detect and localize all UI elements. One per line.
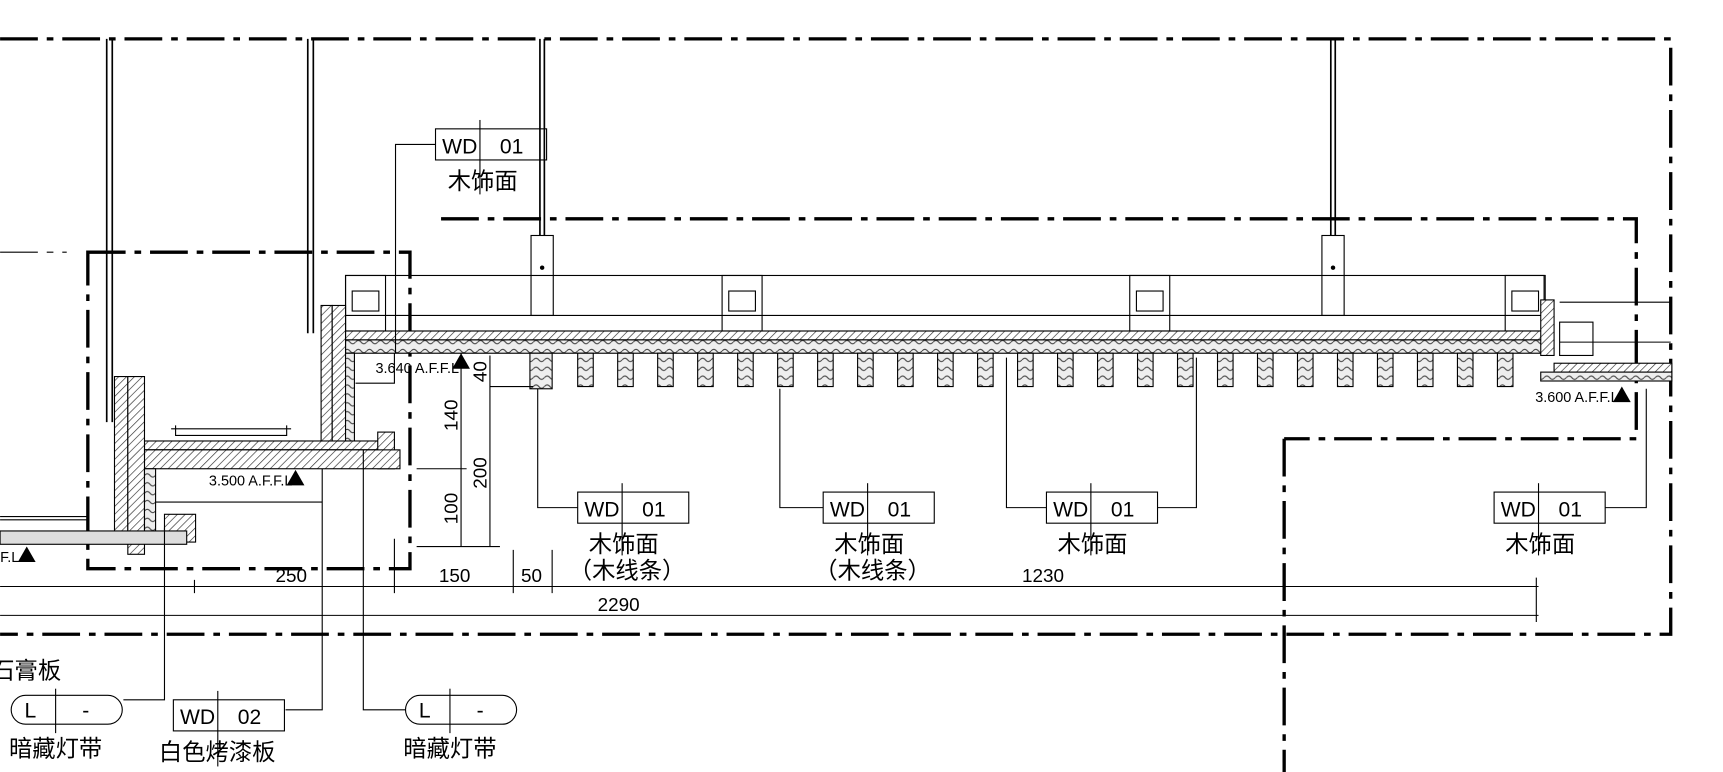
level-3640: 3.640 A.F.F.L (376, 361, 459, 377)
svg-text:L: L (419, 700, 431, 723)
lower-left-tags: 石膏板 L - 暗藏灯带 WD 02 白色烤漆板 L - 暗藏灯带 (0, 658, 518, 767)
channel-clip (1504, 274, 1546, 332)
svg-text:WD: WD (830, 499, 865, 522)
material-tag: WD 01 木饰面（木线条） (569, 483, 690, 585)
wood-batten (937, 352, 954, 388)
wood-batten (1056, 352, 1074, 388)
svg-text:（木线条）: （木线条） (814, 558, 931, 585)
dim-200: 200 (471, 457, 492, 489)
hanger-rods (105, 38, 1345, 423)
dim-50: 50 (521, 566, 542, 587)
dim-100: 100 (442, 493, 463, 525)
dim-2290: 2290 (598, 595, 640, 616)
svg-text:暗藏灯带: 暗藏灯带 (9, 735, 102, 762)
channel-clip (344, 274, 387, 332)
wood-batten (1136, 352, 1154, 388)
level-cut: F.L (0, 550, 19, 566)
channel-clip (1129, 274, 1171, 332)
svg-text:木饰面: 木饰面 (1058, 531, 1128, 558)
svg-text:WD: WD (180, 706, 215, 729)
wood-batten (657, 352, 674, 388)
detail-boundaries (0, 37, 1673, 772)
wood-batten (1017, 352, 1034, 388)
svg-text:-: - (477, 700, 484, 723)
svg-text:木饰面: 木饰面 (1505, 531, 1575, 558)
svg-text:WD: WD (1053, 499, 1088, 522)
wood-batten (977, 352, 994, 388)
svg-text:暗藏灯带: 暗藏灯带 (403, 735, 496, 762)
dim-40: 40 (471, 361, 492, 382)
svg-text:02: 02 (238, 706, 261, 729)
wood-batten (1416, 352, 1434, 388)
wood-batten (777, 352, 794, 388)
gypsum-label: 石膏板 (0, 658, 61, 685)
wood-batten (817, 352, 834, 388)
wood-batten (1216, 352, 1234, 388)
wood-batten (737, 352, 754, 388)
wood-batten (1496, 352, 1514, 388)
dim-150: 150 (439, 566, 471, 587)
wood-batten (577, 352, 594, 388)
svg-text:L: L (25, 700, 37, 723)
ceiling-layers (0, 299, 1673, 555)
svg-text:木饰面: 木饰面 (589, 531, 659, 558)
svg-text:01: 01 (888, 499, 911, 522)
horizontal-dimensions: 250 150 50 1230 2290 (0, 538, 1539, 623)
svg-text:（木线条）: （木线条） (569, 558, 686, 585)
wood-batten (1256, 352, 1274, 388)
wood-batten (617, 352, 634, 388)
level-markers: 3.640 A.F.F.L 3.500 A.F.F.L 3.600 A.F.F.… (0, 353, 1631, 566)
svg-text:WD: WD (584, 499, 619, 522)
svg-text:01: 01 (1559, 499, 1582, 522)
wood-batten (1336, 352, 1354, 388)
level-3500: 3.500 A.F.F.L (209, 473, 292, 489)
svg-text:-: - (82, 700, 89, 723)
dim-140: 140 (442, 399, 463, 431)
wood-batten (1376, 352, 1394, 388)
wood-batten (697, 352, 714, 388)
wood-batten (1456, 352, 1474, 388)
vertical-dimensions: 140 40 200 100 (416, 353, 534, 548)
svg-text:木饰面: 木饰面 (448, 168, 518, 195)
svg-text:01: 01 (642, 499, 665, 522)
material-tag: WD 01 木饰面 (1493, 483, 1606, 558)
dim-250: 250 (276, 566, 308, 587)
material-tag: WD 01 木饰面 (1045, 483, 1159, 558)
wood-batten (897, 352, 914, 388)
leader-lines (123, 143, 1647, 711)
wood-batten (1176, 352, 1194, 388)
material-tag: WD 01 木饰面（木线条） (814, 483, 935, 585)
svg-text:WD: WD (442, 135, 477, 158)
wood-batten (857, 352, 874, 388)
svg-text:01: 01 (500, 135, 523, 158)
level-3600: 3.600 A.F.F.L (1535, 390, 1618, 406)
material-tag-top: WD 01 木饰面 (434, 119, 548, 195)
svg-text:木饰面: 木饰面 (834, 531, 904, 558)
svg-text:01: 01 (1111, 499, 1134, 522)
wood-batten (1296, 352, 1314, 388)
svg-text:白色烤漆板: 白色烤漆板 (159, 739, 276, 766)
svg-text:WD: WD (1501, 499, 1536, 522)
dim-1230: 1230 (1022, 566, 1064, 587)
channel-clip (721, 274, 763, 332)
wood-batten (1096, 352, 1114, 388)
